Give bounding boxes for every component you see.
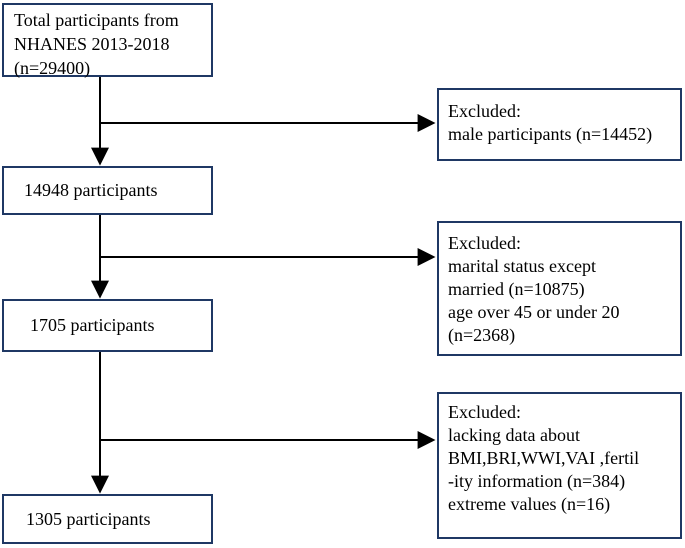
exclusion-box-male-participants: Excluded: male participants (n=14452) bbox=[437, 88, 682, 161]
exclusion-line: male participants (n=14452) bbox=[448, 124, 653, 144]
node-line: NHANES 2013-2018 bbox=[14, 34, 170, 54]
exclusion-line: marital status except bbox=[448, 256, 596, 276]
exclusion-line: (n=2368) bbox=[448, 325, 516, 345]
exclusion-line: married (n=10875) bbox=[448, 279, 585, 299]
exclusion-line: Excluded: bbox=[448, 101, 521, 121]
node-line: 1705 participants bbox=[30, 315, 155, 335]
node-line: 14948 participants bbox=[24, 180, 158, 200]
exclusion-line: Excluded: bbox=[448, 233, 521, 253]
node-14948-participants: 14948 participants bbox=[2, 166, 213, 215]
exclusion-line: -ity information (n=384) bbox=[448, 471, 626, 491]
exclusion-line: age over 45 or under 20 bbox=[448, 302, 620, 322]
exclusion-box-missing-data: Excluded: lacking data about BMI,BRI,WWI… bbox=[437, 392, 682, 539]
node-line: (n=29400) bbox=[14, 58, 91, 78]
exclusion-box-marital-age: Excluded: marital status except married … bbox=[437, 221, 682, 356]
node-1305-participants: 1305 participants bbox=[2, 494, 213, 544]
node-line: Total participants from bbox=[14, 10, 179, 30]
node-1705-participants: 1705 participants bbox=[2, 299, 213, 352]
exclusion-line: BMI,BRI,WWI,VAI ,fertil bbox=[448, 448, 640, 468]
node-line: 1305 participants bbox=[26, 508, 151, 529]
exclusion-line: lacking data about bbox=[448, 425, 580, 445]
exclusion-line: extreme values (n=16) bbox=[448, 494, 611, 514]
exclusion-line: Excluded: bbox=[448, 402, 521, 422]
node-total-participants: Total participants from NHANES 2013-2018… bbox=[2, 3, 213, 78]
